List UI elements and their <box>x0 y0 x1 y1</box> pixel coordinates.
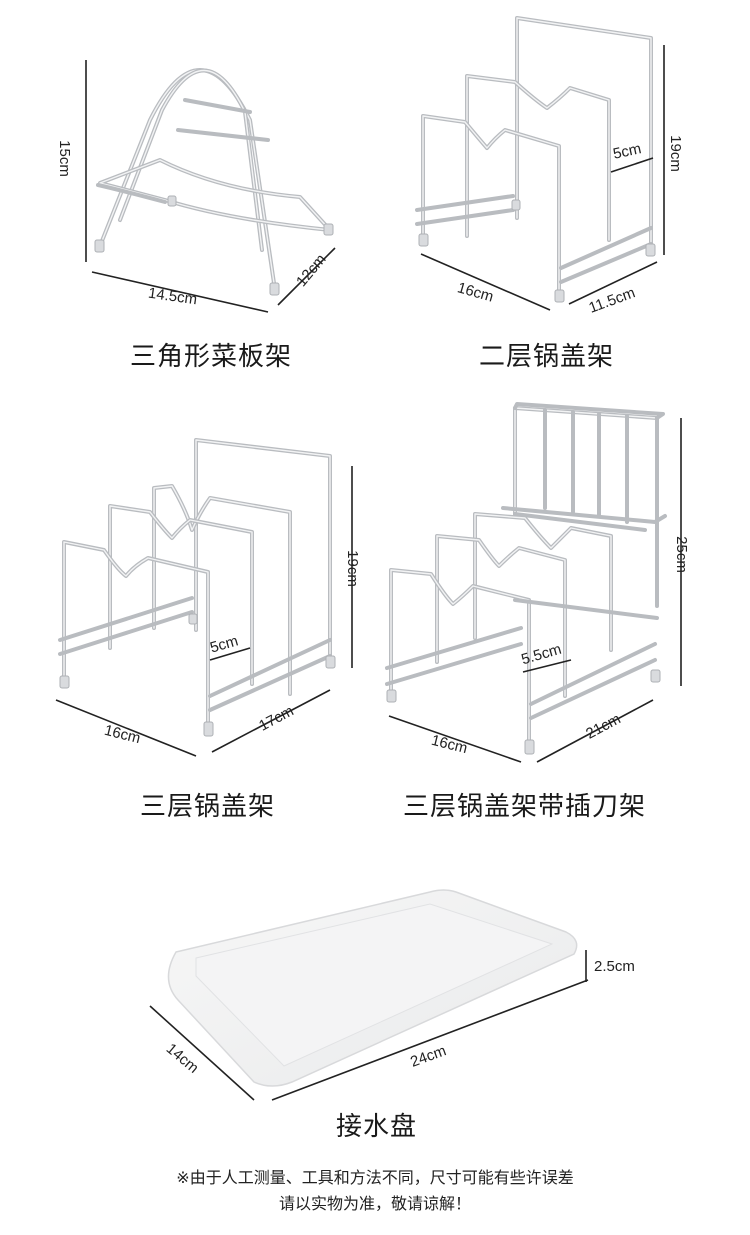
triangle-rack-illustration <box>85 60 336 313</box>
width-dimension-line <box>55 699 197 757</box>
depth-dimension-line <box>277 247 336 306</box>
height-label: 2.5cm <box>594 958 635 975</box>
height-label: 25cm <box>672 536 690 573</box>
depth-dimension-line <box>536 699 654 763</box>
drip-tray-illustration <box>149 889 589 1101</box>
length-dimension-line <box>271 979 589 1101</box>
product-three-tier-with-knife-holder: 25cm 5.5cm 16cm 21cm 三层锅盖架带插刀架 <box>375 400 750 822</box>
product-triangle-rack: 15cm 14.5cm 12cm 三角形菜板架 <box>0 0 375 390</box>
product-three-tier-lid-rack: 19cm 5cm 16cm 17cm 三层锅盖架 <box>0 400 375 822</box>
product-two-tier-lid-rack: 19cm 5cm 16cm 11.5cm 二层锅盖架 <box>375 0 750 390</box>
spacing-dimension-line <box>209 647 251 661</box>
spacing-dimension-line <box>610 157 654 173</box>
three-tier-rack-illustration <box>55 438 353 757</box>
height-label: 19cm <box>666 135 684 172</box>
product-drip-tray: 2.5cm 14cm 24cm 接水盘 <box>0 870 750 1150</box>
two-tier-rack-illustration <box>415 16 665 311</box>
width-dimension-line <box>388 715 522 763</box>
width-dimension-line <box>91 271 269 313</box>
product-name: 接水盘 <box>336 1112 418 1142</box>
depth-dimension-line <box>568 261 658 305</box>
depth-dimension-line <box>149 1005 255 1101</box>
width-dimension-line <box>420 253 551 311</box>
product-name: 二层锅盖架 <box>479 342 615 372</box>
depth-dimension-line <box>211 689 331 753</box>
measurement-disclaimer: ※由于人工测量、工具和方法不同，尺寸可能有些许误差 <box>176 1168 574 1187</box>
product-name: 三层锅盖架带插刀架 <box>403 792 647 822</box>
spacing-dimension-line <box>522 659 572 673</box>
knife-holder-rack-illustration <box>385 402 682 763</box>
product-name: 三角形菜板架 <box>130 342 293 372</box>
height-label: 15cm <box>55 140 73 177</box>
height-label: 19cm <box>343 550 361 587</box>
product-name: 三层锅盖架 <box>140 792 276 822</box>
measurement-disclaimer-line2: 请以实物为准，敬请谅解！ <box>278 1194 471 1213</box>
